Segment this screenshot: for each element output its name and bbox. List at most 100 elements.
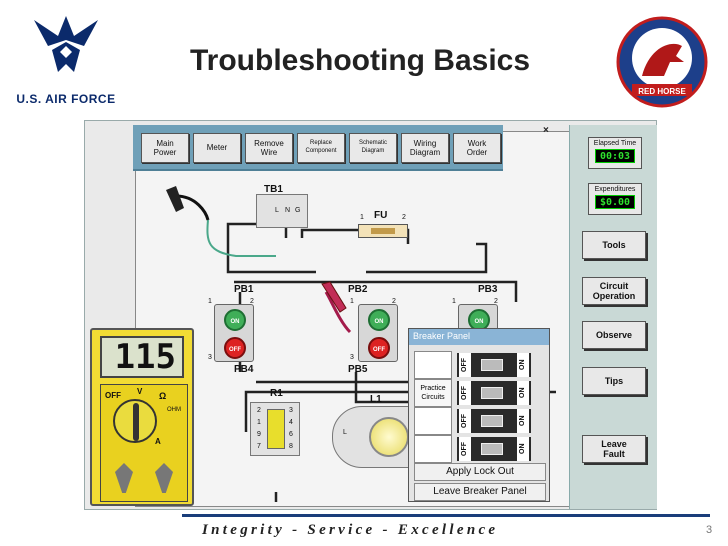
r1-pin-8: 8 (289, 443, 293, 450)
r1-pin-3: 3 (289, 407, 293, 414)
meter-label: Meter (206, 143, 228, 152)
red-probe (321, 281, 347, 313)
fu-label: FU (374, 210, 388, 221)
breaker-3-handle[interactable] (481, 415, 503, 427)
r1-pin-4: 4 (289, 419, 293, 426)
r1-label: R1 (270, 388, 283, 399)
work-order-line1: Work (467, 139, 487, 148)
meter-off-label: OFF (105, 391, 121, 400)
black-probe (166, 186, 184, 212)
air-force-wings-icon (34, 16, 98, 72)
replace-component-line1: Replace (309, 140, 332, 146)
fuse-fu[interactable] (358, 224, 408, 238)
meter-selector-knob[interactable] (113, 399, 157, 443)
meter-probe-icon-2 (155, 463, 173, 493)
air-force-text: U.S. AIR FORCE (16, 92, 116, 106)
r1-pin-9: 9 (257, 431, 261, 438)
r1-pin-1: 1 (257, 419, 261, 426)
close-icon[interactable]: × (543, 125, 549, 136)
meter-button[interactable]: Meter (193, 133, 241, 163)
leave-line2: Fault (603, 449, 625, 459)
meter-ohm-text: OHM (167, 407, 181, 413)
pb2-pin-2: 2 (392, 298, 396, 305)
meter-a-label: A (155, 437, 161, 446)
meter-dial-panel: OFF V Ω OHM A (100, 384, 188, 502)
slide-title: Troubleshooting Basics (190, 44, 531, 77)
remove-wire-line2: Wire (260, 148, 278, 157)
pb1-pin-2: 2 (250, 298, 254, 305)
r1-pin-7: 7 (257, 443, 261, 450)
pb1-pin-1: 1 (208, 298, 212, 305)
meter-reading: 115 (100, 336, 184, 378)
pushbutton-station-1[interactable]: ON OFF (214, 304, 254, 362)
leave-line1: Leave (601, 439, 627, 449)
pb4-label: PB4 (234, 364, 254, 375)
control-sidebar: Elapsed Time 00:03 Expenditures $0.00 To… (569, 125, 657, 509)
breaker-1[interactable]: OFF ON (457, 353, 531, 377)
replace-component-line2: Component (305, 148, 337, 154)
l1-label: L1 (370, 394, 382, 405)
footer-motto: Integrity - Service - Excellence (202, 522, 499, 538)
breaker-3-off: OFF (459, 409, 471, 433)
schematic-diagram-line2: Diagram (361, 148, 385, 154)
breaker-4-on: ON (517, 437, 529, 461)
lamp-terminal-l: L (343, 429, 347, 436)
breaker-2-handle[interactable] (481, 387, 503, 399)
tb1-terminal-g: G (295, 207, 301, 214)
tips-button[interactable]: Tips (582, 367, 646, 395)
expenditures-box: Expenditures $0.00 (588, 183, 642, 215)
tb1-terminal-l: L (275, 207, 279, 214)
pb4-off-button[interactable]: OFF (224, 337, 246, 359)
troubleshooting-simulator: TB1 L N G FU 1 2 PB1 PB2 PB3 1 2 3 4 1 2… (84, 120, 657, 510)
observe-button[interactable]: Observe (582, 321, 646, 349)
red-horse-patch-icon: RED HORSE (612, 16, 712, 108)
air-force-logo: U.S. AIR FORCE (10, 14, 122, 106)
breaker-2[interactable]: OFF ON (457, 381, 531, 405)
tb1-terminal-n: N (285, 207, 291, 214)
pb3-pin-1: 1 (452, 298, 456, 305)
breaker-slot-1 (414, 351, 452, 379)
pushbutton-station-2[interactable]: ON OFF (358, 304, 398, 362)
terminal-block-tb1[interactable]: L N G (256, 194, 308, 228)
circuit-line1: Circuit (599, 281, 629, 291)
pb5-off-button[interactable]: OFF (368, 337, 390, 359)
breaker-3[interactable]: OFF ON (457, 409, 531, 433)
tb1-label: TB1 (264, 184, 283, 195)
pb2-pin-3: 3 (350, 354, 354, 361)
breaker-1-on: ON (517, 353, 529, 377)
leave-breaker-panel-button[interactable]: Leave Breaker Panel (414, 483, 546, 501)
tools-button[interactable]: Tools (582, 231, 646, 259)
breaker-2-off: OFF (459, 381, 471, 405)
breaker-3-on: ON (517, 409, 529, 433)
practice-line1: Practice (420, 385, 446, 392)
pb3-pin-2: 2 (494, 298, 498, 305)
breaker-4-handle[interactable] (481, 443, 503, 455)
relay-r1[interactable]: 2 1 9 7 3 4 6 8 (250, 402, 300, 456)
practice-line2: Circuits (421, 394, 445, 401)
breaker-1-handle[interactable] (481, 359, 503, 371)
main-power-line1: Main (156, 139, 174, 148)
pb2-label: PB2 (348, 284, 368, 295)
apply-lock-out-button[interactable]: Apply Lock Out (414, 463, 546, 481)
breaker-4[interactable]: OFF ON (457, 437, 531, 461)
expenditures-label: Expenditures (594, 186, 636, 193)
expenditures-value: $0.00 (595, 195, 635, 209)
tools-label: Tools (602, 240, 626, 250)
pb2-on-button[interactable]: ON (368, 309, 390, 331)
work-order-line2: Order (466, 148, 488, 157)
tips-label: Tips (604, 376, 624, 386)
multimeter[interactable]: 115 OFF V Ω OHM A (90, 328, 194, 506)
remove-wire-line1: Remove (254, 139, 284, 148)
observe-label: Observe (595, 330, 633, 340)
pb1-on-button[interactable]: ON (224, 309, 246, 331)
breaker-slot-4 (414, 435, 452, 463)
